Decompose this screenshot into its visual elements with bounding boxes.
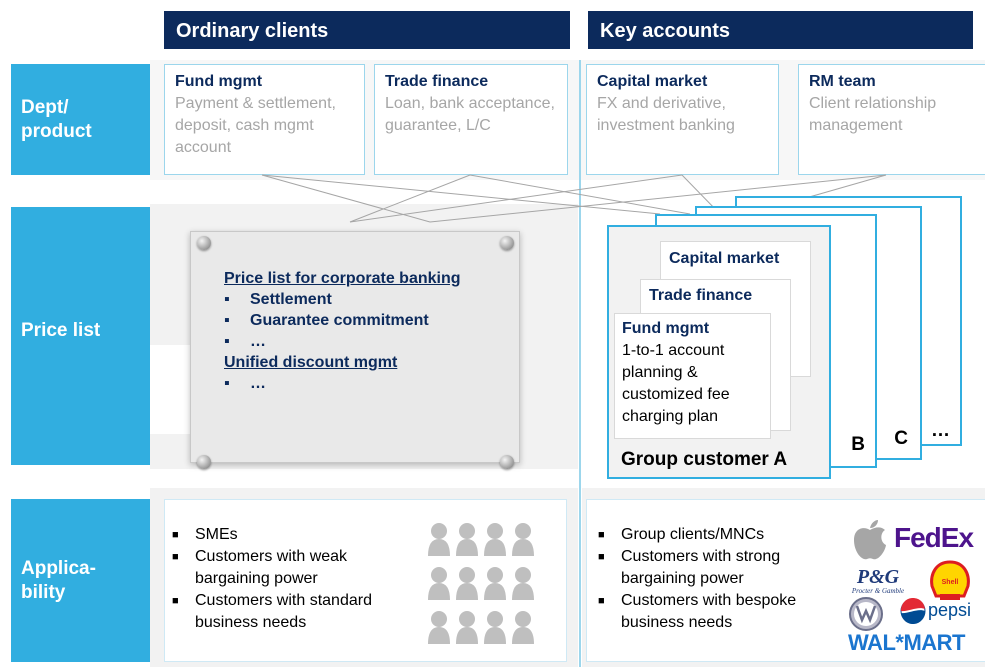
people-icon-grid xyxy=(428,523,534,644)
price-list-item: ▪Guarantee commitment xyxy=(224,312,429,329)
walmart-logo: WAL*MART xyxy=(848,630,965,656)
list-item-text: Group clients/MNCs xyxy=(621,526,765,543)
dept-box-title: Fund mgmt xyxy=(175,73,263,90)
row-label-price-lower-bar xyxy=(11,434,150,465)
inner-fund-mgmt-title: Fund mgmt xyxy=(622,320,710,337)
price-list-item-text: Settlement xyxy=(250,291,332,308)
vw-logo-icon xyxy=(849,597,883,631)
list-item-text: Customers with weak bargaining power xyxy=(195,548,348,587)
inner-fund-mgmt-desc: 1-to-1 account planning & customized fee… xyxy=(622,342,730,425)
row-label-price-text: Price list xyxy=(21,320,101,341)
pg-logo-subtext: Procter & Gamble xyxy=(851,587,905,595)
inner-trade-finance-title: Trade finance xyxy=(649,287,753,304)
inner-fund-mgmt: Fund mgmt 1-to-1 account planning & cust… xyxy=(614,313,771,439)
card-b-label: B xyxy=(851,434,865,455)
list-item-text: Customers with standard business needs xyxy=(195,592,372,631)
applicability-list-key: ■Group clients/MNCs ■Customers with stro… xyxy=(598,524,830,634)
person-icon xyxy=(428,567,450,600)
dept-box-title: Trade finance xyxy=(385,73,489,90)
person-icon xyxy=(456,567,478,600)
walmart-logo-text: WAL*MART xyxy=(848,630,965,655)
price-list-item: ▪… xyxy=(224,333,266,350)
price-list-heading: Price list for corporate banking xyxy=(224,270,461,287)
person-icon xyxy=(456,611,478,644)
dept-box-trade-finance: Trade finance Loan, bank acceptance, gua… xyxy=(374,64,568,175)
list-item: ■Customers with strong bargaining power xyxy=(598,546,830,590)
card-c-label: C xyxy=(894,428,908,449)
list-item-text: Customers with bespoke business needs xyxy=(621,592,797,631)
price-list-heading-2: Unified discount mgmt xyxy=(224,354,398,371)
dept-box-desc: FX and derivative, investment banking xyxy=(597,95,735,134)
person-icon xyxy=(484,611,506,644)
list-item: ■SMEs xyxy=(172,524,412,546)
dept-box-desc: Loan, bank acceptance, guarantee, L/C xyxy=(385,95,555,134)
price-list-item-text: … xyxy=(250,333,266,350)
applicability-list-ordinary: ■SMEs ■Customers with weak bargaining po… xyxy=(172,524,412,634)
card-more-label: … xyxy=(931,420,950,441)
pg-logo-text: P&G xyxy=(856,566,900,588)
pin-icon xyxy=(197,455,211,469)
person-icon xyxy=(512,611,534,644)
fedex-logo: FedEx xyxy=(894,522,974,554)
pepsi-logo-icon xyxy=(900,598,926,624)
price-list-item-text: Guarantee commitment xyxy=(250,312,429,329)
person-icon xyxy=(512,567,534,600)
card-group-a-label: Group customer A xyxy=(621,449,788,470)
dept-box-rm-team: RM team Client relationship management xyxy=(798,64,985,175)
dept-box-capital-market: Capital market FX and derivative, invest… xyxy=(586,64,779,175)
shell-logo-icon: Shell xyxy=(930,560,970,600)
person-icon xyxy=(484,523,506,556)
list-item: ■Group clients/MNCs xyxy=(598,524,830,546)
list-item-text: Customers with strong bargaining power xyxy=(621,548,781,587)
pin-icon xyxy=(500,455,514,469)
person-icon xyxy=(428,611,450,644)
dept-box-title: Capital market xyxy=(597,73,708,90)
pg-logo: P&G Procter & Gamble xyxy=(848,566,908,595)
column-header-ordinary: Ordinary clients xyxy=(164,11,570,49)
dept-box-desc: Payment & settlement, deposit, cash mgmt… xyxy=(175,95,336,156)
person-icon xyxy=(484,567,506,600)
list-item: ■Customers with weak bargaining power xyxy=(172,546,412,590)
row-label-price: Price list xyxy=(11,207,150,345)
dept-box-desc: Client relationship management xyxy=(809,95,937,134)
list-item: ■Customers with standard business needs xyxy=(172,590,412,634)
price-list-note xyxy=(190,231,520,463)
pepsi-logo: pepsi xyxy=(928,600,971,621)
shell-logo-text: Shell xyxy=(942,579,959,586)
inner-capital-market-title: Capital market xyxy=(669,250,780,267)
price-list-item: ▪Settlement xyxy=(224,291,332,308)
person-icon xyxy=(456,523,478,556)
pin-icon xyxy=(500,236,514,250)
column-header-key: Key accounts xyxy=(588,11,973,49)
dept-box-fund-mgmt: Fund mgmt Payment & settlement, deposit,… xyxy=(164,64,365,175)
row-label-applicability-text: Applica- bility xyxy=(21,557,96,603)
row-label-dept-text: Dept/ product xyxy=(21,96,92,142)
pin-icon xyxy=(197,236,211,250)
applicability-box-key xyxy=(586,499,985,662)
dept-box-title: RM team xyxy=(809,73,876,90)
price-list-content: Price list for corporate banking ▪Settle… xyxy=(224,268,514,394)
apple-logo-icon xyxy=(854,520,886,560)
list-item: ■Customers with bespoke business needs xyxy=(598,590,830,634)
row-label-applicability: Applica- bility xyxy=(11,499,150,662)
list-item-text: SMEs xyxy=(195,526,238,543)
price-list-item: ▪… xyxy=(224,375,266,392)
price-list-item-text: … xyxy=(250,375,266,392)
person-icon xyxy=(512,523,534,556)
fedex-logo-text: FedEx xyxy=(894,522,974,553)
row-label-dept: Dept/ product xyxy=(11,64,150,175)
pepsi-logo-text: pepsi xyxy=(928,600,972,620)
person-icon xyxy=(428,523,450,556)
column-divider xyxy=(579,60,581,667)
row-label-price-lower-bar-cover xyxy=(11,345,150,434)
